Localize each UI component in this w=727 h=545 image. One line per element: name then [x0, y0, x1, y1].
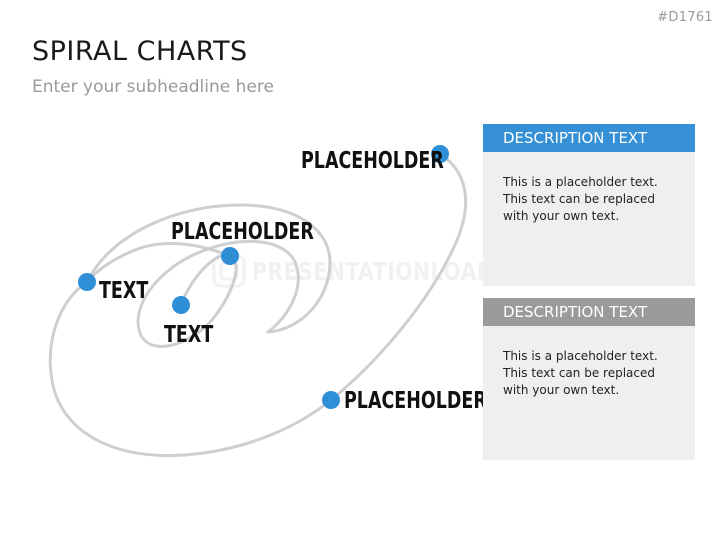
watermark: PRESENTATIONLOAD: [212, 254, 547, 288]
description-panel-2-header: DESCRIPTION TEXT: [483, 298, 695, 326]
description-panel-1: DESCRIPTION TEXT This is a placeholder t…: [483, 124, 695, 286]
point-left: [78, 273, 96, 291]
point-center: [172, 296, 190, 314]
label-top: PLACEHOLDER: [301, 148, 444, 174]
label-inner-top: PLACEHOLDER: [171, 219, 314, 245]
watermark-text: PRESENTATIONLOAD: [252, 256, 495, 286]
page-subtitle: Enter your subheadline here: [32, 77, 274, 97]
point-top: [431, 145, 449, 163]
page-title: SPIRAL CHARTS: [32, 36, 248, 67]
description-panel-2-body: This is a placeholder text. This text ca…: [503, 349, 658, 397]
slide-id: #D1761: [657, 10, 713, 25]
description-panel-1-body: This is a placeholder text. This text ca…: [503, 175, 658, 223]
label-left: TEXT: [99, 278, 149, 304]
point-bottom: [322, 391, 340, 409]
label-bottom: PLACEHOLDER: [344, 388, 487, 414]
point-inner-top: [221, 247, 239, 265]
description-panel-2: DESCRIPTION TEXT This is a placeholder t…: [483, 298, 695, 460]
label-center: TEXT: [164, 322, 214, 348]
description-panel-1-header: DESCRIPTION TEXT: [483, 124, 695, 152]
